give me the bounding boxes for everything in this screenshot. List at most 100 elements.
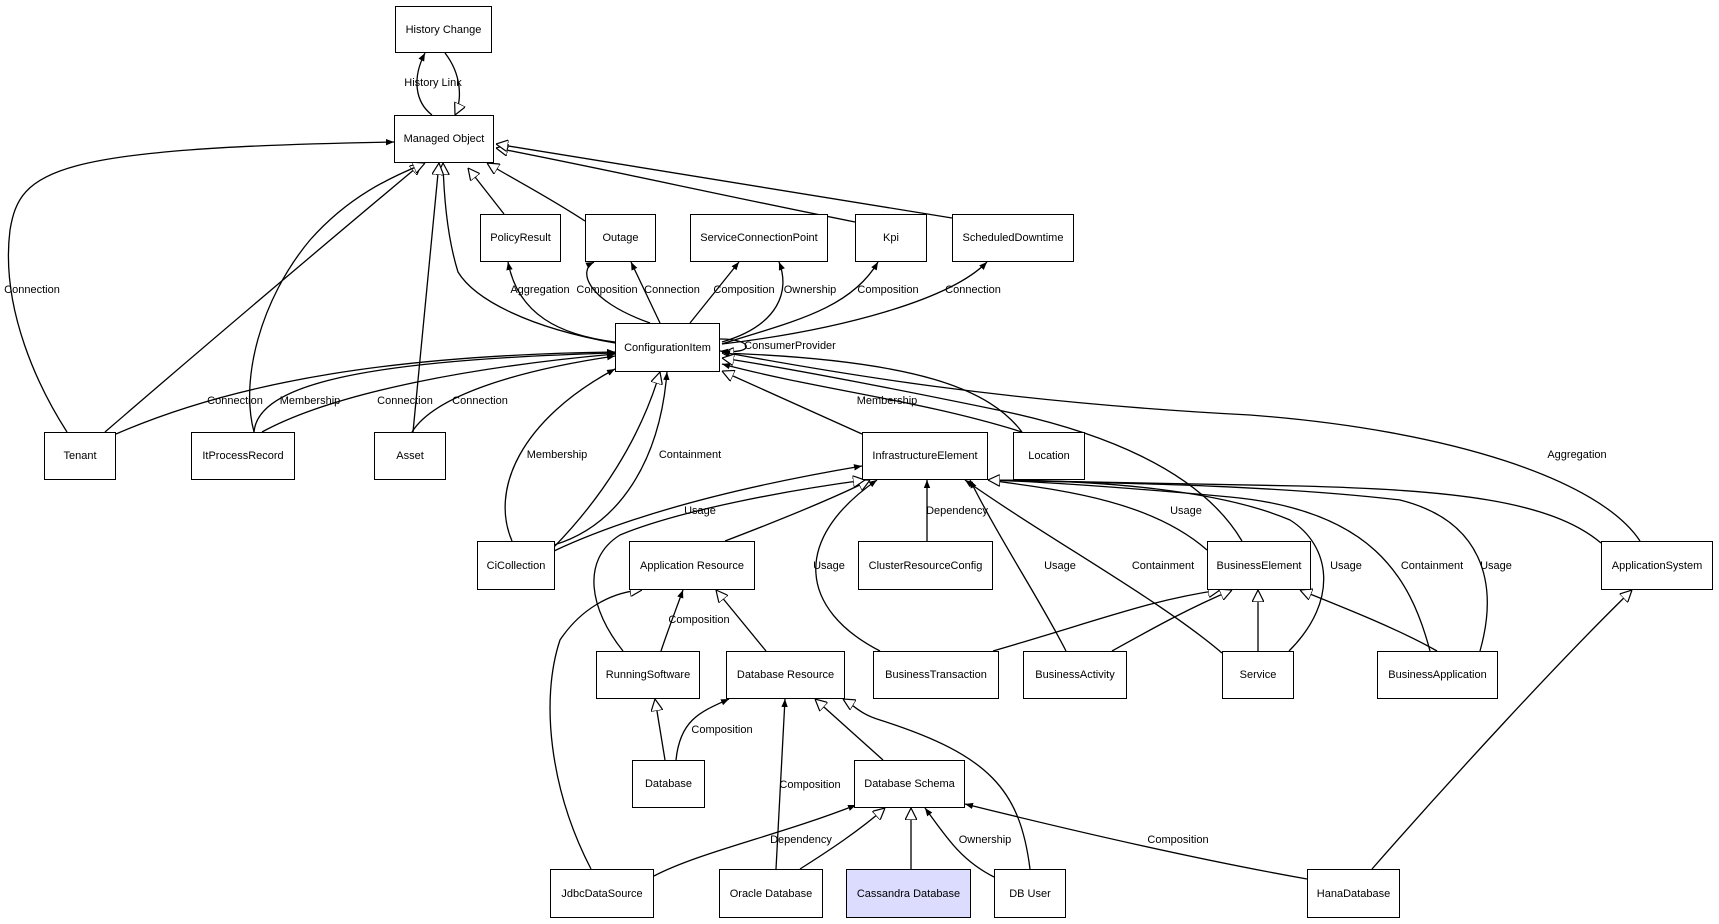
inheritance-edge-tenant-to-managed-object [104,163,422,433]
inheritance-edge-application-system-to-infrastructure-element [988,480,1602,544]
edge-label: Composition [779,779,840,791]
edge-label: Containment [659,449,721,461]
edge-label: Connection [945,284,1001,296]
association-edge-configuration-item-to-service-connection-point [689,261,740,324]
association-edge-itprocess-record-to-configuration-item [261,351,616,433]
association-edge-oracle-database-to-database-resource [775,698,788,870]
association-edge-jdbc-data-source-to-database-schema [653,804,857,877]
node-infrastructure-element[interactable]: InfrastructureElement [862,432,988,480]
edge-label: Connection [644,284,700,296]
node-database-schema[interactable]: Database Schema [854,760,965,808]
edge-label: Connection [4,284,60,296]
association-edge-itprocess-record-to-configuration-item [253,350,616,433]
node-db-user[interactable]: DB User [994,869,1066,918]
inheritance-edge-configuration-item-to-managed-object [443,163,616,344]
inheritance-edge-database-schema-to-database-resource [815,699,884,761]
node-location[interactable]: Location [1013,432,1085,480]
node-ci-collection[interactable]: CiCollection [477,541,555,590]
association-edge-configuration-item-to-outage [630,261,661,324]
node-business-activity[interactable]: BusinessActivity [1023,651,1127,699]
node-asset[interactable]: Asset [374,432,446,480]
node-scheduled-downtime[interactable]: ScheduledDowntime [952,214,1074,262]
edge-label: Usage [1170,505,1202,517]
inheritance-edge-database-resource-to-application-resource [716,590,767,652]
node-hana-database[interactable]: HanaDatabase [1307,869,1400,918]
inheritance-edge-running-software-to-infrastructure-element [593,480,865,652]
inheritance-edge-jdbc-data-source-to-application-resource [549,590,642,870]
edge-label: Usage [1480,560,1512,572]
association-edge-ci-collection-to-infrastructure-element [553,464,863,552]
node-application-resource[interactable]: Application Resource [629,541,755,590]
node-managed-object[interactable]: Managed Object [394,115,494,163]
node-oracle-database[interactable]: Oracle Database [719,869,823,918]
edge-label: Membership [527,449,588,461]
node-service[interactable]: Service [1222,651,1294,699]
edge-label: Membership [280,395,341,407]
edge-label: Composition [857,284,918,296]
edge-label: History Link [404,77,462,89]
inheritance-edge-outage-to-managed-object [487,163,586,222]
node-running-software[interactable]: RunningSoftware [596,651,700,699]
association-edge-configuration-item-to-outage [585,261,651,324]
edge-label: Ownership [959,834,1012,846]
inheritance-edge-database-to-running-software [655,699,666,761]
edge-label: Connection [207,395,263,407]
inheritance-edge-hana-database-to-application-system [1371,590,1632,870]
edge-label: Aggregation [1547,449,1606,461]
association-edge-ci-collection-to-configuration-item [553,371,670,546]
node-cassandra-database[interactable]: Cassandra Database [846,869,971,918]
node-business-application[interactable]: BusinessApplication [1377,651,1498,699]
node-business-element[interactable]: BusinessElement [1207,541,1311,590]
node-service-connection-point[interactable]: ServiceConnectionPoint [690,214,828,262]
association-edge-db-user-to-database-schema [924,807,995,878]
inheritance-edge-kpi-to-managed-object [496,148,856,223]
edge-label: Membership [857,395,918,407]
node-history-change[interactable]: History Change [395,6,492,53]
edge-label: Dependency [770,834,832,846]
node-application-system[interactable]: ApplicationSystem [1601,541,1713,590]
inheritance-edge-history-change-to-managed-object [444,52,459,115]
inheritance-edge-scheduled-downtime-to-managed-object [496,144,953,219]
edge-label: ConsumerProvider [744,340,836,352]
inheritance-edge-business-transaction-to-business-element [992,590,1220,652]
association-edge-service-to-infrastructure-element [964,479,1223,654]
node-kpi[interactable]: Kpi [855,214,927,262]
node-database-resource[interactable]: Database Resource [726,651,845,699]
node-cluster-resource-config[interactable]: ClusterResourceConfig [858,541,993,590]
edge-label: Composition [576,284,637,296]
node-business-transaction[interactable]: BusinessTransaction [873,651,999,699]
edge-label: Usage [813,560,845,572]
node-jdbc-data-source[interactable]: JdbcDataSource [550,869,654,918]
association-edge-ci-collection-to-configuration-item [504,368,616,542]
edge-label: Usage [1044,560,1076,572]
edge-label: Usage [1330,560,1362,572]
edge-label: Dependency [926,505,988,517]
node-itprocess-record[interactable]: ItProcessRecord [191,432,295,480]
inheritance-edge-asset-to-managed-object [412,163,439,433]
edge-label: Aggregation [510,284,569,296]
node-policy-result[interactable]: PolicyResult [480,214,561,262]
association-edge-database-to-database-resource [675,698,730,761]
node-outage[interactable]: Outage [585,214,656,262]
association-edge-configuration-item-to-scheduled-downtime [721,261,988,345]
edge-label: Connection [377,395,433,407]
node-tenant[interactable]: Tenant [44,432,116,480]
inheritance-edge-infrastructure-element-to-configuration-item [722,371,863,435]
node-database[interactable]: Database [632,760,705,808]
inheritance-edge-db-user-to-database-resource [843,699,1031,870]
association-edge-managed-object-to-history-change [416,52,433,116]
association-edge-business-application-to-infrastructure-element [987,477,1431,652]
edge-label: Composition [713,284,774,296]
association-edge-running-software-to-application-resource [660,589,684,652]
association-edge-tenant-to-configuration-item [115,348,616,435]
edge-label: Composition [668,614,729,626]
edge-label: Composition [1147,834,1208,846]
association-edge-configuration-item-to-service-connection-point [721,261,785,343]
association-edge-hana-database-to-database-schema [964,802,1308,880]
node-configuration-item[interactable]: ConfigurationItem [615,323,720,372]
inheritance-edge-location-to-configuration-item [722,353,1023,433]
edge-label: Usage [684,505,716,517]
inheritance-edge-business-activity-to-business-element [1111,590,1232,652]
edge-label: Composition [691,724,752,736]
